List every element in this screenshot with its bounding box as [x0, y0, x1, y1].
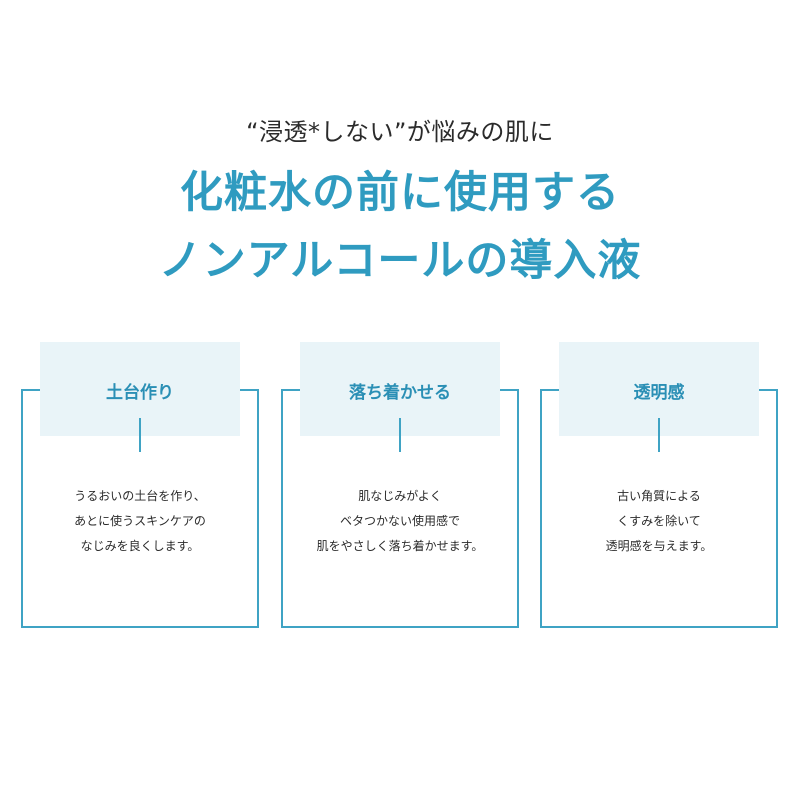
card-line: 古い角質による	[617, 489, 701, 503]
headline-line-2: ノンアルコールの導入液	[158, 236, 642, 286]
card-divider	[399, 418, 401, 452]
feature-card-soothing: 落ち着かせる 肌なじみがよく ベタつかない使用感で 肌をやさしく落ち着かせます。	[281, 342, 519, 628]
card-line: ベタつかない使用感で	[339, 514, 460, 528]
card-label: 透明感	[633, 383, 685, 403]
headline-line-1: 化粧水の前に使用する	[180, 168, 620, 218]
feature-card-clarity: 透明感 古い角質による くすみを除いて 透明感を与えます。	[540, 342, 778, 628]
card-line: うるおいの土台を作り、	[74, 489, 206, 503]
subtitle: “浸透*しない”が悩みの肌に	[246, 118, 554, 146]
card-description: うるおいの土台を作り、 あとに使うスキンケアの なじみを良くします。	[21, 484, 259, 559]
feature-card-foundation: 土台作り うるおいの土台を作り、 あとに使うスキンケアの なじみを良くします。	[21, 342, 259, 628]
card-line: 肌をやさしく落ち着かせます。	[316, 539, 484, 553]
card-label: 落ち着かせる	[349, 383, 451, 403]
card-label: 土台作り	[106, 383, 174, 403]
card-description: 古い角質による くすみを除いて 透明感を与えます。	[540, 484, 778, 559]
card-divider	[658, 418, 660, 452]
card-description: 肌なじみがよく ベタつかない使用感で 肌をやさしく落ち着かせます。	[281, 484, 519, 559]
card-line: なじみを良くします。	[80, 539, 200, 553]
card-line: くすみを除いて	[617, 514, 701, 528]
card-label-box: 透明感	[559, 342, 759, 436]
card-line: あとに使うスキンケアの	[74, 514, 206, 528]
card-line: 肌なじみがよく	[358, 489, 442, 503]
card-line: 透明感を与えます。	[605, 539, 713, 553]
card-divider	[139, 418, 141, 452]
